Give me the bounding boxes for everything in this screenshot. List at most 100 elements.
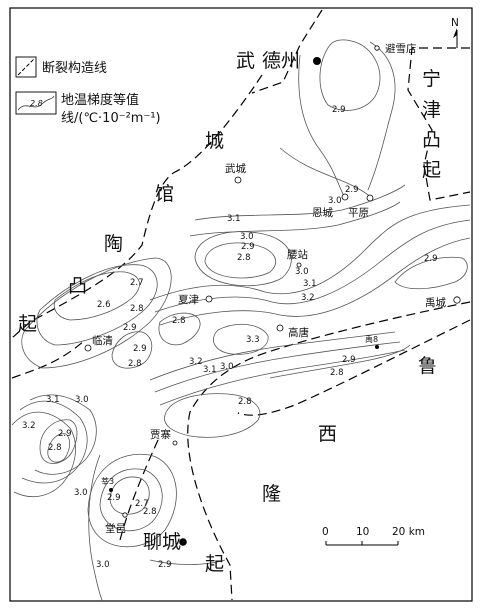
- city-liaocheng-label: 聊城: [143, 531, 181, 553]
- iso-label: 2.8: [143, 507, 157, 517]
- legend-fault-symbol: [17, 58, 35, 76]
- iso-label: 3.0: [240, 232, 254, 242]
- legend-iso-sample: 2.8: [30, 99, 43, 108]
- region-char: 西: [318, 423, 337, 445]
- iso-label: 3.3: [246, 335, 260, 345]
- iso-label: 3.0: [96, 560, 110, 570]
- town-marker: [84, 344, 92, 352]
- contour-3-2-southwest: [11, 411, 76, 498]
- contour-dezhou-west: [298, 54, 346, 199]
- fault-line-wucheng: [11, 74, 263, 339]
- iso-label: 3.1: [303, 279, 317, 289]
- town-yaozhan: 腰站: [287, 248, 308, 261]
- region-char: 陶: [104, 233, 123, 255]
- contour-3-2-south: [149, 331, 396, 381]
- iso-label: 2.9: [58, 429, 72, 439]
- town-linqing: 临清: [92, 334, 113, 347]
- contour-3-0-middle: [149, 204, 471, 301]
- contour-2-9-southwest: [39, 419, 78, 464]
- region-char: 凸: [68, 275, 87, 297]
- well-yu8-marker: [375, 345, 379, 349]
- contour-3-3-gaotang: [213, 323, 269, 355]
- town-gaotang: 高唐: [288, 326, 309, 339]
- wells: 禹8 莘3: [101, 335, 379, 492]
- iso-label: 3.2: [22, 421, 36, 431]
- region-char: 隆: [262, 483, 281, 505]
- fault-lines: [11, 9, 471, 601]
- iso-label: 3.0: [75, 395, 89, 405]
- iso-label: 2.8: [330, 368, 344, 378]
- region-char: 宁: [422, 68, 441, 90]
- iso-label: 2.8: [172, 316, 186, 326]
- well-xin3-marker: [109, 488, 113, 492]
- iso-label: 2.8: [130, 304, 144, 314]
- town-wucheng: 武城: [225, 162, 246, 175]
- iso-label: 3.0: [295, 267, 309, 277]
- legend-iso-label-line2: 线/(℃·10⁻²m⁻¹): [61, 111, 161, 126]
- contour-3-0-north: [189, 201, 401, 237]
- town-marker: [172, 440, 178, 446]
- town-marker: [205, 295, 213, 303]
- contour-3-1-southwest: [19, 400, 88, 484]
- region-char: 凸: [422, 129, 441, 151]
- contour-3-1-north: [194, 184, 406, 221]
- scale-label-10: 10: [356, 526, 369, 538]
- contour-3-0-southwest: [29, 394, 97, 475]
- iso-label: 3.1: [46, 395, 60, 405]
- region-luxi-uplift: 鲁 西 隆 起: [205, 355, 437, 575]
- towns: 避雪店 武城 恩城 平原 腰站 夏津 临清 高唐 禹城 贾寨 堂邑: [84, 42, 461, 535]
- contour-2-7-linqing: [36, 264, 158, 346]
- north-arrow: N: [451, 17, 459, 48]
- region-wucheng-guantao-uplift: 武 城 馆 陶 凸 起: [18, 50, 255, 335]
- region-char: 鲁: [418, 355, 437, 377]
- contour-2-8-xiajin-south: [158, 312, 201, 346]
- iso-label: 2.7: [130, 278, 144, 288]
- iso-label: 2.9: [241, 242, 255, 252]
- contour-2-8-xiajin-north: [204, 242, 276, 279]
- north-arrow-head: [453, 28, 457, 38]
- contour-encheng: [279, 147, 373, 199]
- city-liaocheng: 聊城: [143, 531, 187, 553]
- contour-2-8-southwest: [47, 433, 71, 463]
- iso-label: 3.0: [74, 488, 88, 498]
- map-frame: [9, 7, 473, 602]
- iso-label: 3.1: [227, 214, 241, 224]
- contour-2-9-linqing-south: [111, 331, 153, 369]
- iso-label: 3.0: [220, 362, 234, 372]
- town-marker: [366, 194, 374, 202]
- town-yucheng: 禹城: [425, 296, 446, 309]
- contour-2-9-yu8: [269, 344, 411, 379]
- town-marker: [276, 324, 284, 332]
- contour-2-9-liaocheng: [149, 559, 226, 565]
- iso-label: 2.9: [424, 254, 438, 264]
- iso-label: 2.9: [123, 323, 137, 333]
- contour-2-8-tangyi: [99, 468, 163, 532]
- contour-2-8-linqing: [21, 257, 172, 369]
- well-yu8-label: 禹8: [365, 335, 378, 344]
- iso-label: 2.9: [133, 344, 147, 354]
- contour-2-9-yucheng: [394, 256, 468, 290]
- city-dezhou-label: 德州: [262, 50, 300, 72]
- town-jiazhai: 贾寨: [150, 428, 171, 441]
- town-marker: [374, 45, 380, 51]
- region-char: 武: [236, 50, 255, 72]
- legend-fault-label: 断裂构造线: [42, 61, 107, 76]
- iso-label: 2.9: [332, 105, 346, 115]
- iso-label: 2.9: [158, 560, 172, 570]
- legend-iso-box: [15, 91, 57, 115]
- iso-label: 2.6: [97, 300, 111, 310]
- contour-3-1-south: [154, 341, 401, 393]
- fault-line-south: [119, 439, 159, 541]
- legend-iso-symbol: [17, 95, 55, 111]
- scale-label-20: 20 km: [392, 526, 425, 538]
- region-char: 起: [422, 159, 441, 181]
- contour-2-6-linqing: [53, 271, 140, 321]
- scale-label-0: 0: [322, 526, 329, 538]
- legend: 断裂构造线 2.8 地温梯度等值 线/(℃·10⁻²m⁻¹): [15, 56, 161, 126]
- fault-line-luxi-east: [237, 319, 471, 416]
- region-char: 馆: [155, 183, 174, 205]
- city-dezhou: 德州: [262, 50, 321, 72]
- region-char: 津: [422, 99, 441, 121]
- town-pingyuan: 平原: [348, 207, 369, 219]
